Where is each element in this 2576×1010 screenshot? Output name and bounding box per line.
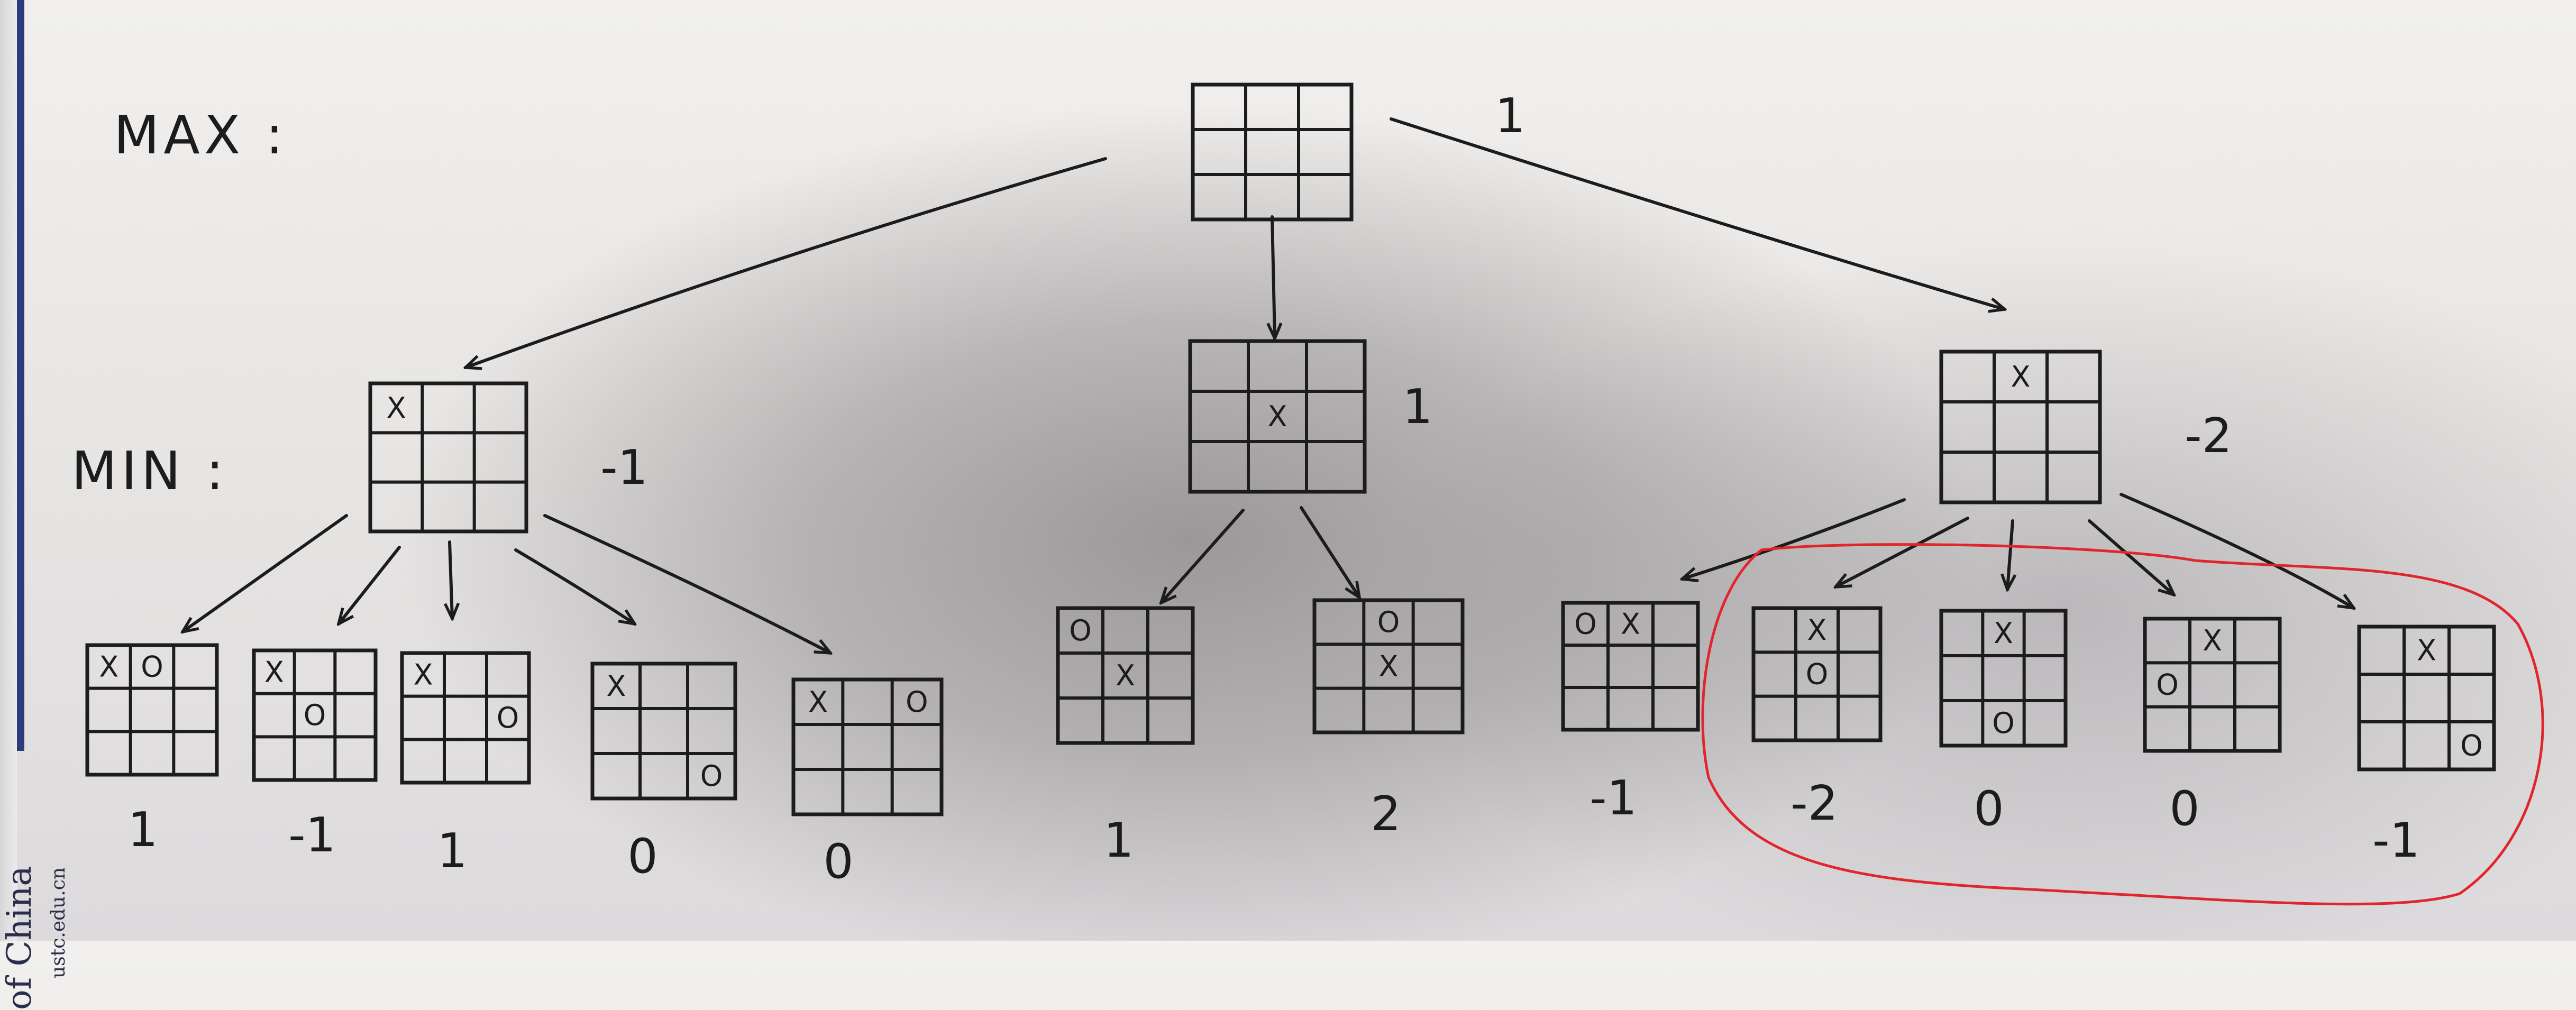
leaf-board-10: X O 0 — [1939, 609, 2068, 837]
o-mark: O — [1574, 608, 1597, 641]
o-mark: O — [2460, 729, 2483, 763]
leaf-board-4: X O 0 — [590, 662, 737, 884]
x-mark: X — [414, 658, 433, 691]
max-level-label: MAX : — [114, 104, 288, 166]
leaf-board-3-frame — [400, 651, 531, 785]
edge-label: 1 — [1495, 88, 1525, 144]
o-mark: O — [1806, 658, 1829, 691]
x-mark: X — [1379, 650, 1399, 683]
x-mark: X — [1116, 659, 1135, 692]
min-board-1-frame — [368, 381, 528, 534]
min-board-1: X -1 — [368, 381, 648, 534]
leaf-board-5-score: 0 — [823, 834, 853, 889]
edge-min2-leaf7 — [1300, 506, 1359, 598]
x-mark: X — [2203, 624, 2222, 657]
leaf-board-7: OX 2 — [1312, 598, 1465, 842]
root-board-frame — [1191, 82, 1354, 222]
leaf-board-8-score: -1 — [1590, 770, 1637, 826]
edge-root-to-min3 — [1390, 117, 2005, 309]
edge-root-to-min1 — [465, 157, 1107, 368]
o-mark: O — [906, 685, 928, 719]
x-mark: X — [808, 685, 828, 719]
leaf-board-6: OX 1 — [1056, 606, 1195, 868]
leaf-board-11: XO 0 — [2143, 617, 2282, 837]
leaf-board-2-score: -1 — [288, 807, 336, 863]
x-mark: X — [1994, 617, 2013, 650]
edge-root-to-min2 — [1272, 215, 1275, 338]
edge-min3-leaf12 — [2120, 493, 2354, 608]
leaf-board-11-frame — [2143, 617, 2282, 753]
edge-min1-leaf2 — [339, 546, 401, 624]
edge-min1-leaf5 — [543, 514, 830, 653]
edge-min2-leaf6 — [1161, 509, 1245, 603]
leaf-board-4-score: 0 — [627, 829, 657, 884]
min-board-2-frame — [1188, 339, 1367, 494]
edge-min3-leaf8 — [1682, 498, 1906, 579]
leaf-board-10-score: 0 — [1974, 781, 2004, 837]
o-mark: O — [1069, 614, 1092, 647]
leaf-board-5: X O 0 — [791, 677, 944, 889]
leaf-board-8-frame — [1561, 601, 1700, 732]
min-level-label: MIN : — [71, 440, 228, 502]
leaf-board-7-frame — [1312, 598, 1465, 734]
o-mark: O — [2156, 668, 2179, 702]
edge-min3-leaf9 — [1835, 517, 1969, 587]
leaf-board-9: XO -2 — [1751, 606, 1883, 831]
leaf-board-6-score: 1 — [1103, 813, 1134, 868]
leaf-board-2-frame — [252, 648, 378, 782]
footer-institution: of China — [0, 866, 39, 1010]
leaf-board-3-score: 1 — [437, 823, 467, 879]
binding-stripe — [17, 0, 24, 751]
leaf-board-7-score: 2 — [1371, 786, 1401, 842]
edge-min3-leaf11 — [2088, 519, 2174, 595]
edge-min3-leaf10 — [2007, 519, 2013, 590]
x-mark: X — [99, 650, 118, 683]
leaf-board-10-frame — [1939, 609, 2068, 748]
min-board-3: X -2 — [1939, 350, 2232, 504]
highlight-loop — [1701, 543, 2544, 906]
leaf-board-1-score: 1 — [127, 802, 158, 858]
edge-min1-leaf4 — [514, 548, 635, 624]
x-mark: X — [264, 655, 284, 688]
root-board — [1191, 82, 1354, 222]
leaf-board-1-frame — [85, 643, 219, 777]
x-mark: X — [1807, 613, 1827, 647]
leaf-board-12: X O -1 — [2357, 625, 2496, 868]
x-mark: X — [1621, 608, 1640, 641]
min-board-2-score: 1 — [1402, 379, 1432, 435]
leaf-board-5-frame — [791, 677, 944, 816]
edge-min1-leaf3 — [450, 540, 452, 619]
x-mark: X — [607, 669, 626, 703]
x-mark: X — [1268, 400, 1287, 433]
leaf-board-2: XO -1 — [252, 648, 378, 863]
min-board-1-score: -1 — [600, 440, 648, 495]
leaf-board-12-frame — [2357, 625, 2496, 772]
min-board-3-score: -2 — [2185, 408, 2232, 464]
o-mark: O — [497, 701, 519, 734]
leaf-board-11-score: 0 — [2169, 781, 2199, 837]
leaf-board-4-frame — [590, 662, 737, 801]
o-mark: O — [141, 650, 163, 683]
leaf-board-9-frame — [1751, 606, 1883, 742]
footer-url: ustc.edu.cn — [48, 867, 69, 978]
o-mark: O — [700, 759, 723, 793]
x-mark: X — [387, 391, 406, 425]
leaf-board-6-frame — [1056, 606, 1195, 745]
leaf-board-9-score: -2 — [1791, 776, 1838, 831]
x-mark: X — [2417, 634, 2436, 667]
o-mark: O — [1377, 605, 1400, 639]
leaf-board-3: X O 1 — [400, 651, 531, 879]
o-mark: O — [304, 699, 326, 732]
leaf-board-12-score: -1 — [2372, 813, 2420, 868]
edge-min1-leaf1 — [182, 514, 348, 632]
o-mark: O — [1992, 706, 2015, 740]
min-board-3-frame — [1939, 350, 2102, 504]
x-mark: X — [2011, 360, 2031, 393]
